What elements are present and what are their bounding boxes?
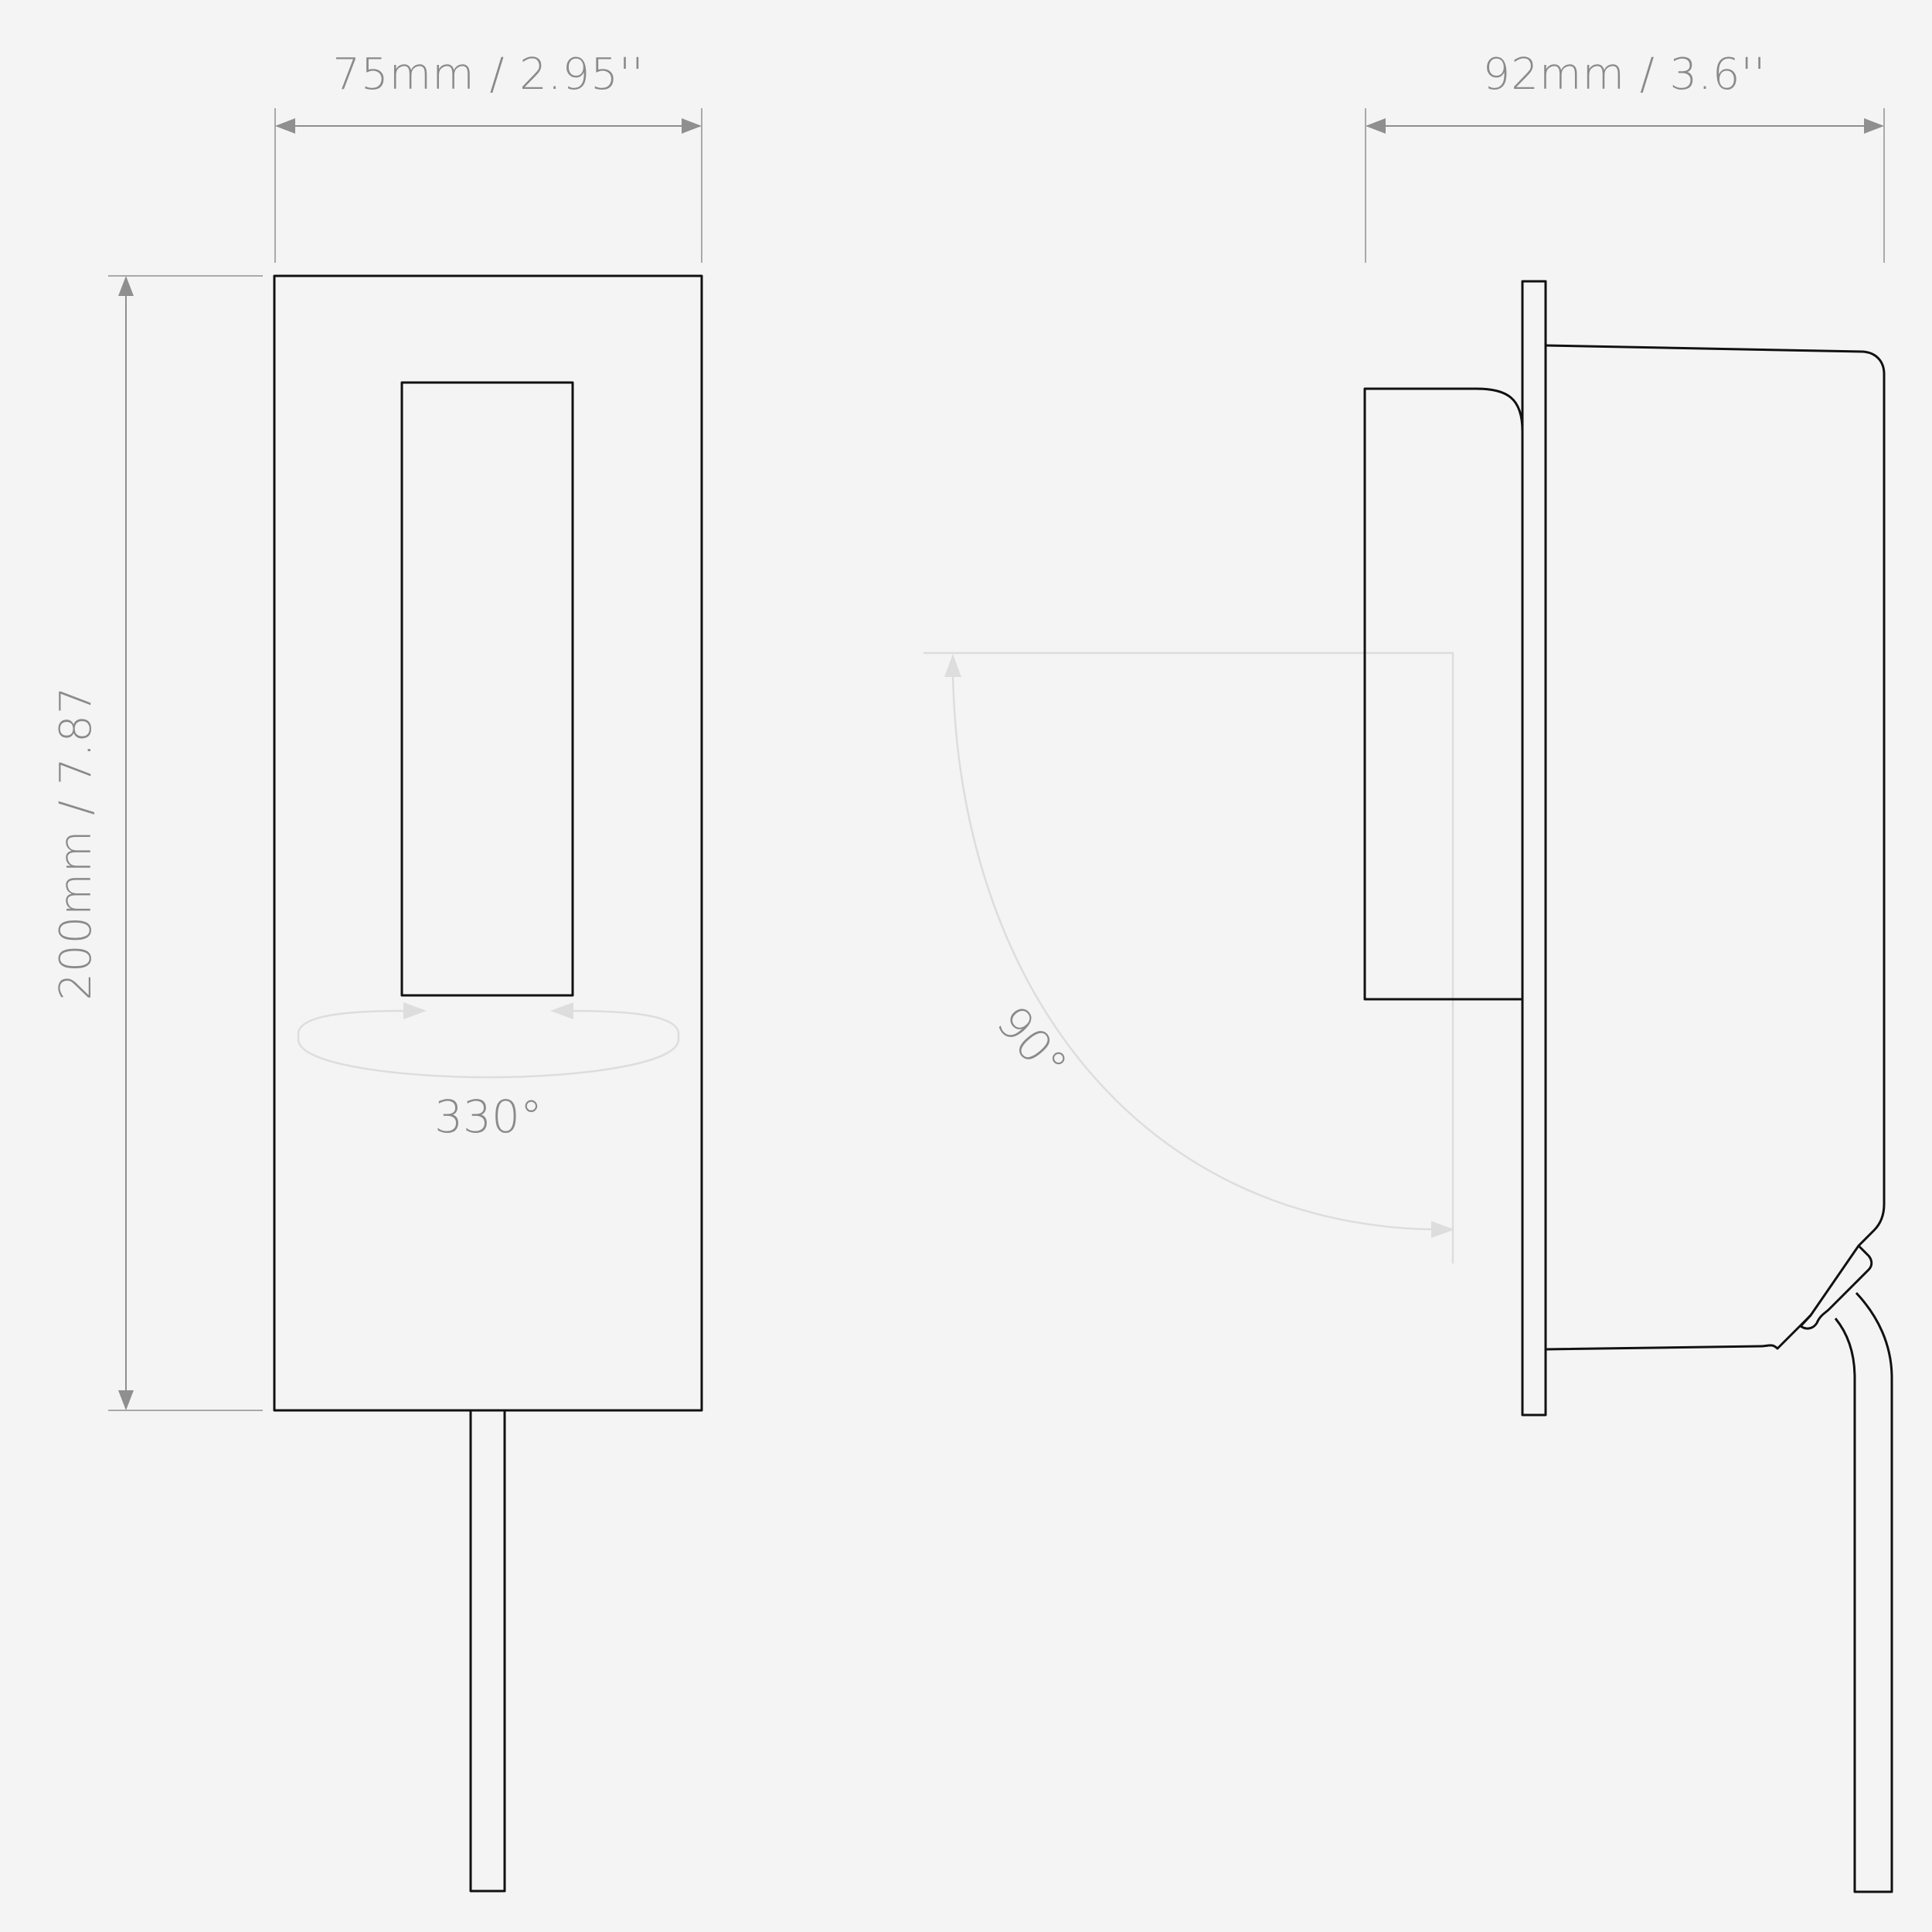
tilt-arrow-top [944, 654, 961, 677]
side-view: 92mm / 3.6'' 90° [923, 49, 1893, 1893]
side-connector-edge [1799, 1314, 1812, 1328]
height-arrow-bottom [118, 1390, 134, 1410]
rotation-label: 330° [434, 1090, 543, 1143]
side-lamp-head[interactable] [1363, 387, 1524, 1001]
depth-arrow-left [1366, 118, 1386, 134]
rotation-arc [297, 1009, 680, 1079]
width-arrow-left [275, 118, 295, 134]
width-dimension: 75mm / 2.95'' [274, 49, 702, 263]
depth-arrow-right [1864, 118, 1884, 134]
tilt-indicator: 90° [923, 651, 1454, 1264]
width-label: 75mm / 2.95'' [332, 49, 644, 100]
height-dimension: 200mm / 7.87 [51, 275, 263, 1411]
front-lamp-head[interactable] [400, 381, 574, 997]
side-cable-connector [1799, 1244, 1873, 1330]
height-label: 200mm / 7.87 [51, 685, 101, 1000]
side-mount-body [1545, 344, 1886, 1351]
tilt-reference-lines [923, 651, 1454, 1264]
rotation-arrow-left [403, 1002, 427, 1019]
side-backplate [1521, 280, 1547, 1417]
front-view: 75mm / 2.95'' 200mm / 7.87 330° [51, 49, 703, 1893]
front-backplate [273, 274, 703, 1412]
side-cable [1834, 1291, 1893, 1893]
front-cable [469, 1409, 506, 1893]
rotation-arrow-right [550, 1002, 573, 1019]
height-arrow-top [118, 276, 134, 296]
depth-dimension: 92mm / 3.6'' [1365, 49, 1885, 263]
width-arrow-right [682, 118, 702, 134]
tilt-arrow-bottom [1431, 1221, 1454, 1238]
depth-label: 92mm / 3.6'' [1483, 49, 1767, 100]
tilt-label: 90° [986, 996, 1077, 1090]
rotation-indicator: 330° [297, 1002, 680, 1143]
tilt-arc [951, 672, 1437, 1231]
